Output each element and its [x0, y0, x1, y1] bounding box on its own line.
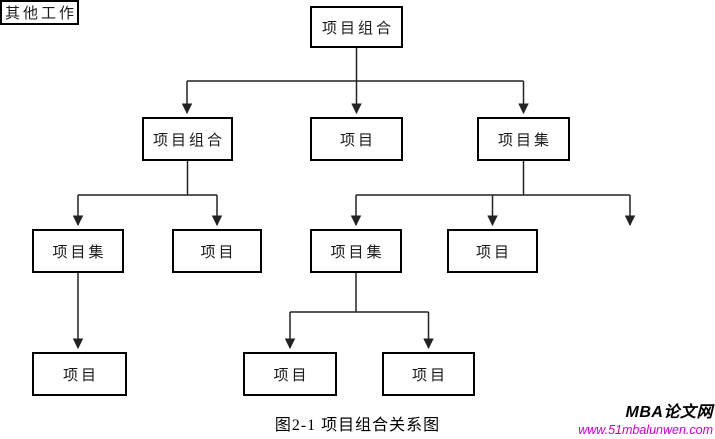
watermark-site-name: MBA论文网: [625, 404, 713, 422]
node-l3-program-mid: 项目集: [310, 229, 402, 273]
node-l4-project-mid1: 项目: [243, 352, 337, 396]
node-l2-program: 项目集: [477, 117, 570, 161]
node-l4-project-mid2: 项目: [382, 352, 475, 396]
node-l3-other-work: 其他工作: [0, 0, 80, 25]
node-root-portfolio: 项目组合: [310, 6, 403, 48]
figure-caption: 图2-1 项目组合关系图: [274, 417, 441, 434]
node-l4-project-left: 项目: [32, 352, 127, 396]
node-l3-project-left: 项目: [172, 229, 262, 273]
watermark-site-url: www.51mbalunwen.com: [578, 422, 713, 437]
node-l2-project: 项目: [310, 117, 403, 161]
node-l3-project-right: 项目: [447, 229, 538, 273]
node-l2-portfolio: 项目组合: [142, 117, 233, 161]
watermark: MBA论文网 www.51mbalunwen.com: [578, 404, 713, 437]
node-l3-program-left: 项目集: [32, 229, 124, 273]
